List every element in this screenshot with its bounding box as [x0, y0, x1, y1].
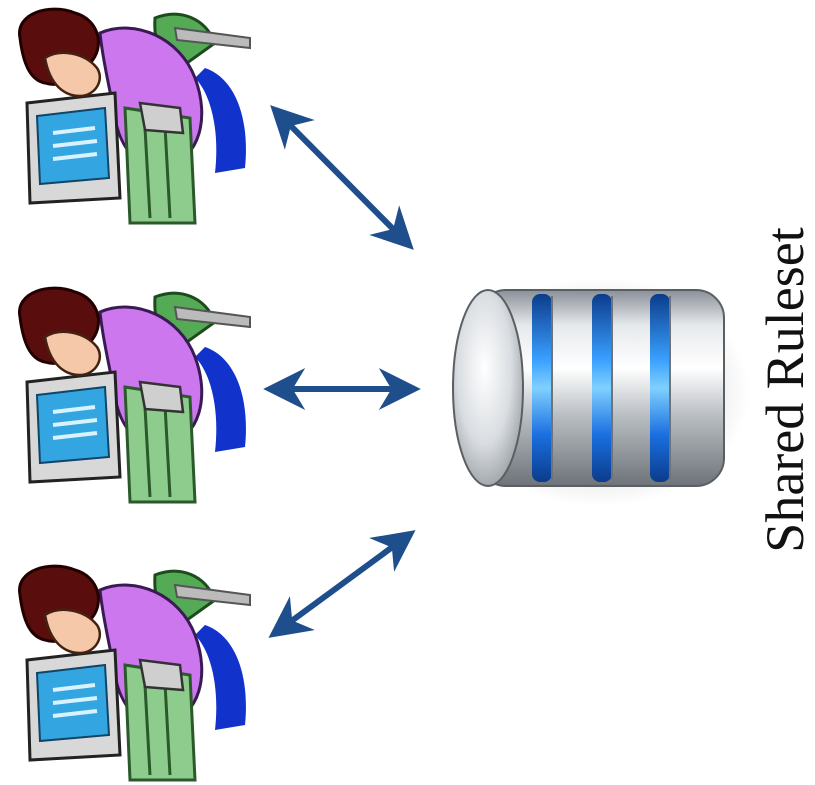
- user-icon-top: [17, 7, 252, 225]
- database-ring: [650, 294, 670, 482]
- database-ring: [532, 294, 552, 482]
- database-ring: [592, 294, 612, 482]
- arrow-bottom: [268, 530, 416, 638]
- user-icon-bottom: [17, 564, 252, 782]
- database-icon: [450, 277, 750, 507]
- shared-ruleset-label: Shared Ruleset: [755, 227, 815, 553]
- user-icon-middle: [17, 286, 252, 504]
- arrow-top: [270, 105, 414, 250]
